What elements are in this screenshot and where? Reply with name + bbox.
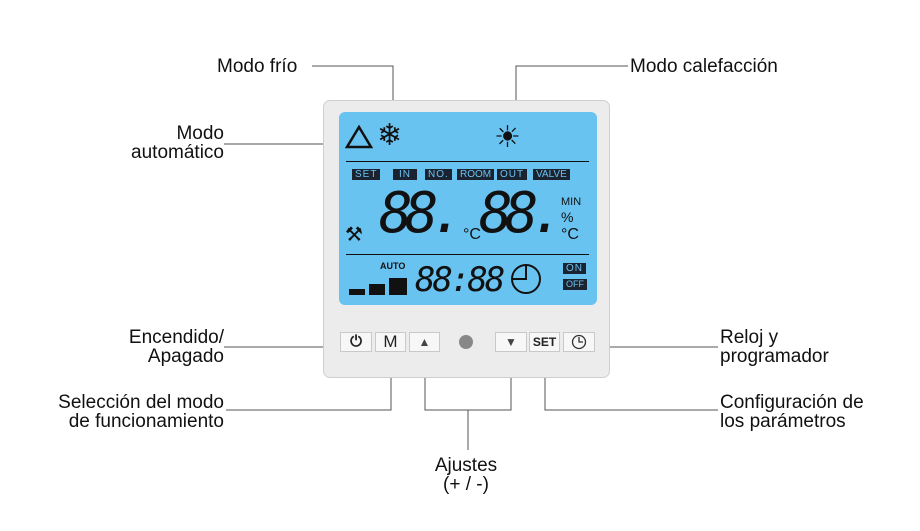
label-line: automático xyxy=(131,142,224,163)
fan-auto-label: AUTO xyxy=(380,261,406,271)
unit-celsius-left: °C xyxy=(463,226,481,243)
down-button[interactable]: ▼ xyxy=(495,332,527,352)
unit-celsius-right: °C xyxy=(561,226,579,243)
tag-valve: VALVE xyxy=(533,169,570,180)
tag-set: SET xyxy=(352,169,381,180)
tag-in: IN xyxy=(393,169,417,180)
power-button[interactable]: ⏻ xyxy=(340,332,372,352)
label-line: de funcionamiento xyxy=(68,411,224,432)
clock-icon xyxy=(571,334,587,350)
label-line: Ajustes xyxy=(434,455,498,476)
triangle-up-icon: ▲ xyxy=(418,335,431,349)
triangle-down-icon: ▼ xyxy=(505,335,517,349)
clock-digits: 88:88 xyxy=(415,260,505,300)
label-line: Reloj y xyxy=(720,327,779,348)
label-adjust: Ajustes(+ / -) xyxy=(416,456,516,494)
fan-bar-2 xyxy=(369,284,385,295)
label-line: Modo xyxy=(176,123,224,144)
label-heat-mode: Modo calefacción xyxy=(630,56,778,77)
set-button[interactable]: SET xyxy=(529,332,560,352)
tag-out: OUT xyxy=(497,169,528,180)
power-icon: ⏻ xyxy=(350,333,362,350)
lcd-screen: ❄ ☀ SET IN NO. ROOM OUT VALVE ⚒ 88. °C 8… xyxy=(339,112,597,305)
label-line: Selección del modo xyxy=(58,392,224,413)
auto-mode-icon xyxy=(345,124,373,149)
label-power: Encendido/Apagado xyxy=(129,328,224,366)
sun-icon: ☀ xyxy=(494,121,521,154)
label-line: programador xyxy=(720,346,829,367)
tag-no: NO. xyxy=(425,169,452,180)
label-cold-mode: Modo frío xyxy=(217,56,298,77)
unit-percent: % xyxy=(561,209,574,225)
label-line: Apagado xyxy=(147,346,224,367)
fan-bar-3 xyxy=(389,278,407,295)
unit-min: MIN xyxy=(561,196,582,208)
divider xyxy=(346,254,589,255)
timer-icon xyxy=(511,264,541,294)
label-line: (+ / -) xyxy=(443,474,489,495)
mode-button[interactable]: M xyxy=(375,332,406,352)
indicator-led xyxy=(459,335,473,349)
tag-room: ROOM xyxy=(457,169,495,180)
tools-icon: ⚒ xyxy=(345,224,363,246)
tag-on: ON xyxy=(563,263,586,274)
fan-bar-1 xyxy=(349,289,365,295)
divider xyxy=(346,161,589,162)
label-line: Encendido/ xyxy=(128,327,224,348)
up-button[interactable]: ▲ xyxy=(409,332,440,352)
left-temperature-digits: 88. xyxy=(379,181,464,246)
tag-off: OFF xyxy=(563,279,587,290)
clock-button[interactable] xyxy=(563,332,595,352)
right-temperature-digits: 88. xyxy=(479,181,564,246)
label-line: Configuración de xyxy=(720,392,864,413)
snowflake-icon: ❄ xyxy=(377,119,403,152)
label-line: los parámetros xyxy=(720,411,846,432)
